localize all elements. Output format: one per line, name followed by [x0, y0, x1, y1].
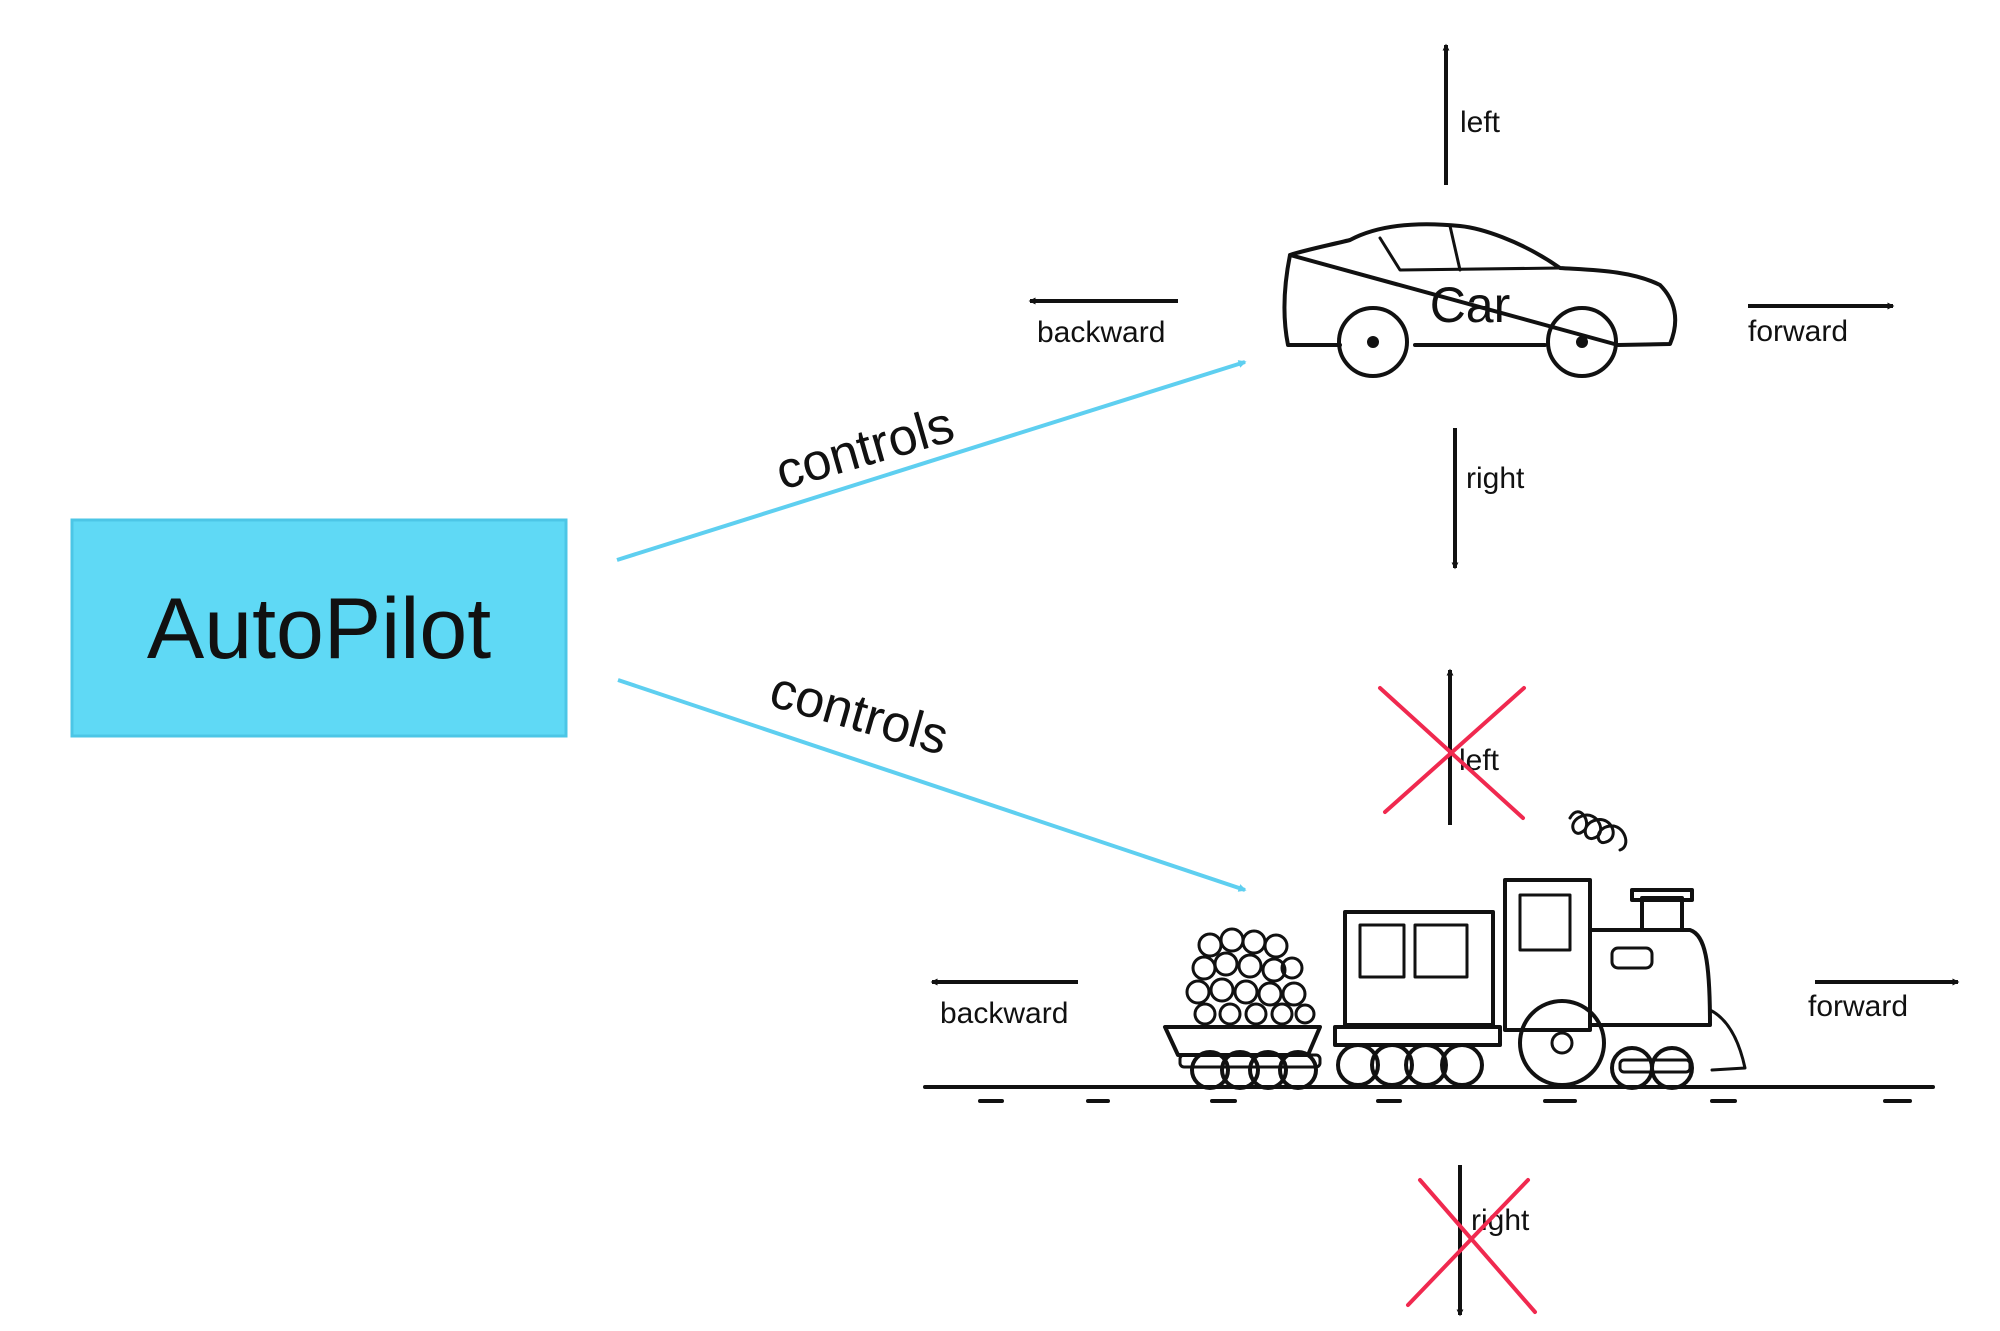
train-left-label: left — [1459, 744, 1500, 777]
train-left-crossed-out-mark — [1378, 686, 1526, 820]
autopilot-label: AutoPilot — [147, 581, 491, 677]
controls-label-car: controls — [769, 396, 960, 502]
autopilot-node: AutoPilot — [70, 518, 568, 738]
car-forward-label: forward — [1748, 315, 1848, 348]
controls-label-train: controls — [764, 661, 955, 767]
car-drawing — [1282, 222, 1678, 378]
train-right-crossed-out-mark — [1406, 1178, 1537, 1314]
edge-to-car: controls — [616, 360, 1247, 562]
edge-to-train: controls — [617, 661, 1247, 892]
train-node: left right backward forward — [923, 668, 1960, 1317]
car-backward-label: backward — [1037, 316, 1165, 349]
car-right-label: right — [1466, 462, 1525, 495]
car-node: Car left right backward forward — [1028, 43, 1895, 570]
controls-arrow-train — [617, 678, 1247, 892]
autopilot-box — [70, 518, 568, 738]
controls-arrow-car — [616, 360, 1247, 562]
car-left-label: left — [1460, 106, 1501, 139]
train-backward-label: backward — [940, 997, 1068, 1030]
train-drawing — [923, 810, 1935, 1103]
car-label: Car — [1430, 277, 1511, 333]
train-forward-label: forward — [1808, 990, 1908, 1023]
